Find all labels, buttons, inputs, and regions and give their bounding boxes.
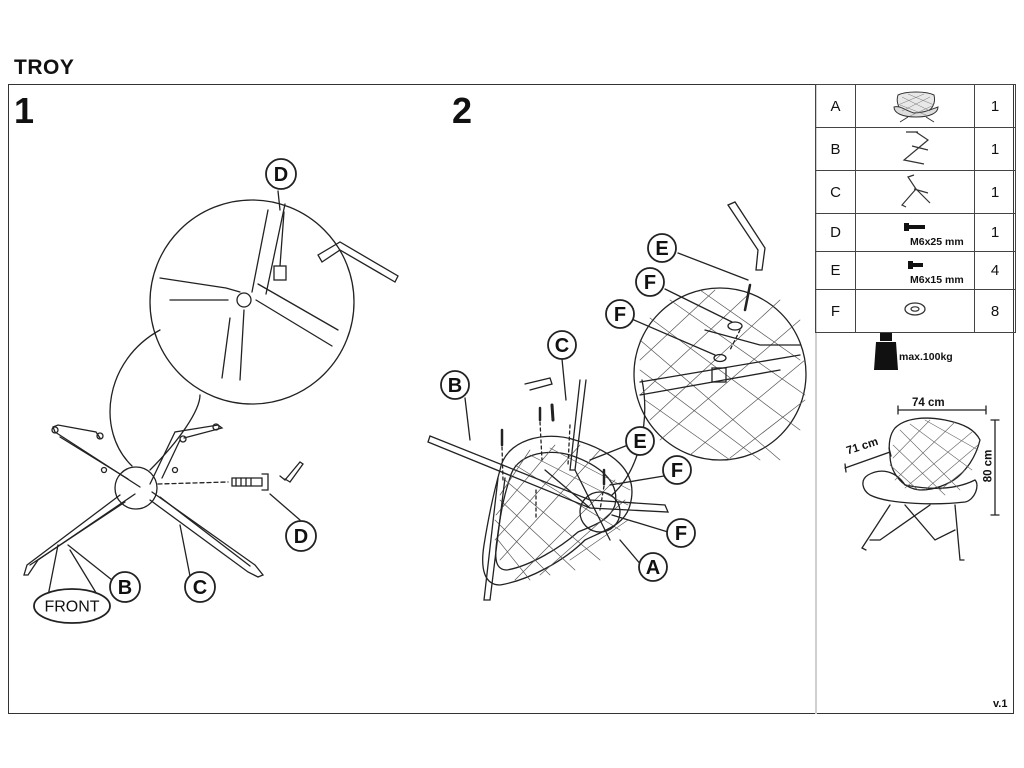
part-qty: 1 — [974, 170, 1016, 214]
part-qty: 1 — [974, 84, 1016, 128]
parts-row: C 1 — [815, 170, 1016, 214]
parts-row: B 1 — [815, 127, 1016, 171]
chair-seat-icon — [893, 91, 939, 123]
callout-b-step1: B — [118, 577, 132, 599]
step1-leg-frame-drawing — [23, 190, 399, 597]
max-weight-label: max.100kg — [899, 351, 953, 363]
part-letter: B — [815, 127, 856, 171]
leg-frame-icon — [901, 174, 931, 208]
part-image — [855, 127, 975, 171]
part-size-label: M6x25 mm — [910, 236, 964, 248]
part-image — [855, 84, 975, 128]
part-qty: 1 — [974, 127, 1016, 171]
part-image — [855, 289, 975, 333]
panel-divider — [815, 84, 817, 714]
leg-frame-icon — [902, 131, 930, 165]
part-letter: F — [815, 289, 856, 333]
parts-table: A 1 B 1 C 1 D — [815, 84, 1016, 333]
part-letter: E — [815, 251, 856, 290]
parts-row: E M6x15 mm 4 — [815, 251, 1016, 290]
callout-a: A — [646, 557, 660, 579]
step-number-1: 1 — [14, 90, 35, 131]
weight-icon — [874, 333, 898, 370]
step2-seat-assembly-drawing — [427, 201, 807, 601]
parts-row: A 1 — [815, 84, 1016, 128]
callout-c-step1: C — [193, 577, 207, 599]
part-image — [855, 170, 975, 214]
bolt-icon — [908, 261, 923, 269]
callout-f-mid: F — [671, 460, 683, 482]
part-qty: 4 — [974, 251, 1016, 290]
parts-row: F 8 — [815, 289, 1016, 333]
part-image: M6x25 mm — [855, 213, 975, 252]
part-size-label: M6x15 mm — [910, 274, 964, 286]
front-label: FRONT — [44, 599, 99, 616]
part-image: M6x15 mm — [855, 251, 975, 290]
height-dimension: 80 cm — [982, 449, 995, 483]
callout-e-top: E — [655, 238, 668, 260]
bolt-icon — [904, 223, 925, 231]
dimensioned-chair-drawing — [844, 405, 1000, 561]
page-title: TROY — [14, 56, 75, 79]
callout-f-low: F — [675, 523, 687, 545]
part-letter: A — [815, 84, 856, 128]
part-letter: C — [815, 170, 856, 214]
callout-f-top1: F — [644, 272, 656, 294]
callout-f-top2: F — [614, 304, 626, 326]
width-dimension: 74 cm — [912, 397, 945, 409]
callout-e-mid: E — [633, 431, 646, 453]
callout-d-top: D — [274, 164, 288, 186]
washer-icon — [904, 302, 926, 316]
part-qty: 8 — [974, 289, 1016, 333]
version-label: v.1 — [993, 698, 1008, 710]
callout-c-step2: C — [555, 335, 569, 357]
diagram-frame — [8, 84, 1014, 714]
part-letter: D — [815, 213, 856, 252]
parts-row: D M6x25 mm 1 — [815, 213, 1016, 252]
step-number-2: 2 — [452, 90, 473, 131]
callout-d-bottom: D — [294, 526, 308, 548]
part-qty: 1 — [974, 213, 1016, 252]
callout-b-step2: B — [448, 375, 462, 397]
